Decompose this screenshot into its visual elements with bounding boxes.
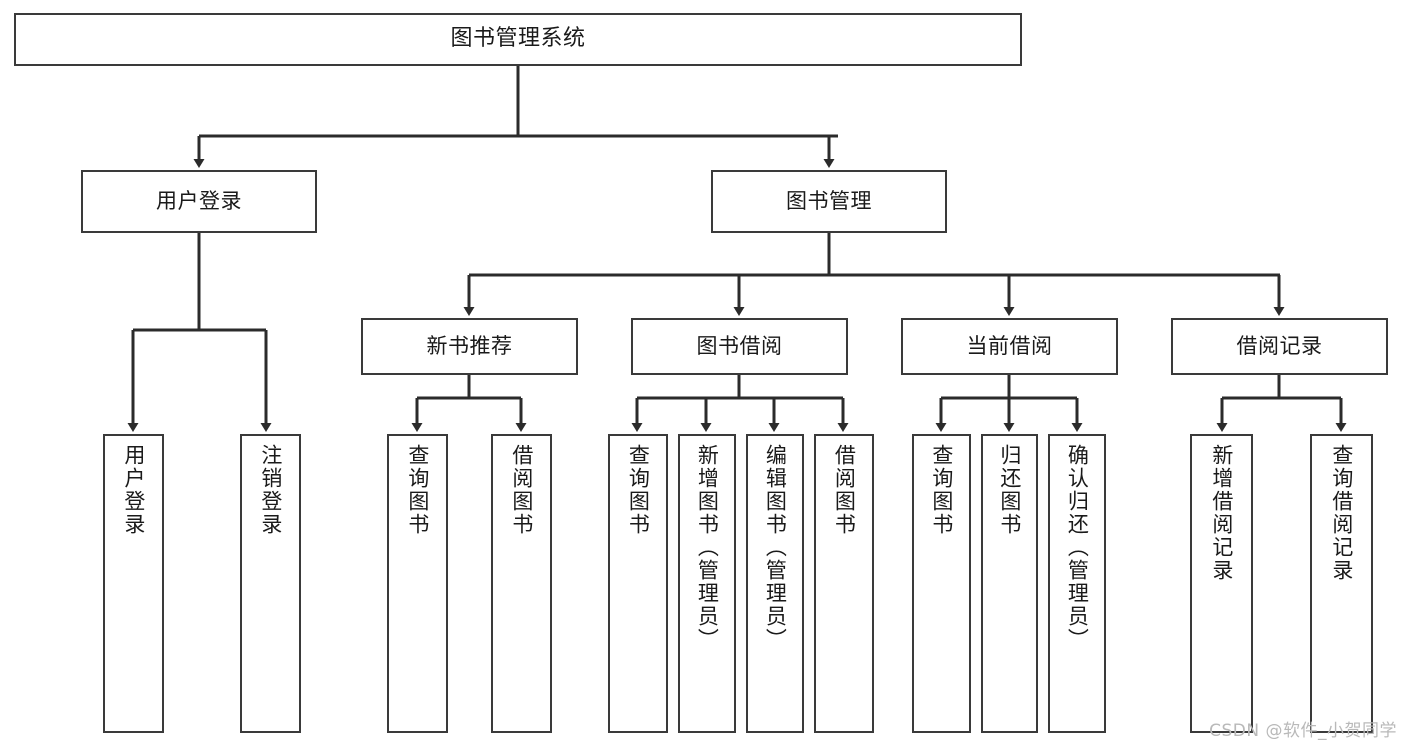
node-current-borrow[interactable]: 当前借阅 — [901, 318, 1118, 375]
leaf-add-borrow-record[interactable]: 新增借阅记录 — [1190, 434, 1253, 733]
leaf-query-book-new-label: 查询图书 — [405, 444, 430, 536]
node-user-login[interactable]: 用户登录 — [81, 170, 317, 233]
leaf-query-book-current[interactable]: 查询图书 — [912, 434, 971, 733]
node-root[interactable]: 图书管理系统 — [14, 13, 1022, 66]
node-user-login-label: 用户登录 — [156, 188, 242, 213]
node-book-borrow-label: 图书借阅 — [696, 333, 783, 358]
leaf-add-book-admin[interactable]: 新增图书（管理员） — [678, 434, 736, 733]
leaf-query-borrow-record-label: 查询借阅记录 — [1329, 444, 1354, 582]
leaf-return-book[interactable]: 归还图书 — [981, 434, 1038, 733]
node-book-management[interactable]: 图书管理 — [711, 170, 947, 233]
leaf-user-login[interactable]: 用户登录 — [103, 434, 164, 733]
leaf-borrow-book-new-label: 借阅图书 — [509, 444, 534, 536]
leaf-add-book-admin-label: 新增图书（管理员） — [695, 444, 720, 651]
leaf-query-book-current-label: 查询图书 — [929, 444, 954, 536]
leaf-borrow-book-borrow-label: 借阅图书 — [832, 444, 857, 536]
leaf-borrow-book-borrow[interactable]: 借阅图书 — [814, 434, 874, 733]
leaf-edit-book-admin[interactable]: 编辑图书（管理员） — [746, 434, 804, 733]
node-new-book-recommend[interactable]: 新书推荐 — [361, 318, 578, 375]
leaf-logout[interactable]: 注销登录 — [240, 434, 301, 733]
leaf-query-borrow-record[interactable]: 查询借阅记录 — [1310, 434, 1373, 733]
leaf-query-book-borrow[interactable]: 查询图书 — [608, 434, 668, 733]
leaf-edit-book-admin-label: 编辑图书（管理员） — [763, 444, 788, 651]
leaf-add-borrow-record-label: 新增借阅记录 — [1209, 444, 1234, 582]
leaf-user-login-label: 用户登录 — [121, 444, 146, 536]
leaf-confirm-return-admin-label: 确认归还（管理员） — [1065, 444, 1090, 651]
leaf-return-book-label: 归还图书 — [997, 444, 1022, 536]
leaf-query-book-new[interactable]: 查询图书 — [387, 434, 448, 733]
node-root-label: 图书管理系统 — [450, 26, 586, 52]
leaf-logout-label: 注销登录 — [258, 444, 283, 536]
node-book-borrow[interactable]: 图书借阅 — [631, 318, 848, 375]
node-borrow-record-label: 借阅记录 — [1236, 333, 1323, 358]
leaf-confirm-return-admin[interactable]: 确认归还（管理员） — [1048, 434, 1106, 733]
leaf-borrow-book-new[interactable]: 借阅图书 — [491, 434, 552, 733]
node-book-management-label: 图书管理 — [786, 188, 872, 213]
watermark: CSDN @软件_小贺同学 — [1209, 721, 1397, 741]
node-new-book-recommend-label: 新书推荐 — [426, 333, 513, 358]
node-borrow-record[interactable]: 借阅记录 — [1171, 318, 1388, 375]
node-current-borrow-label: 当前借阅 — [966, 333, 1053, 358]
leaf-query-book-borrow-label: 查询图书 — [626, 444, 651, 536]
